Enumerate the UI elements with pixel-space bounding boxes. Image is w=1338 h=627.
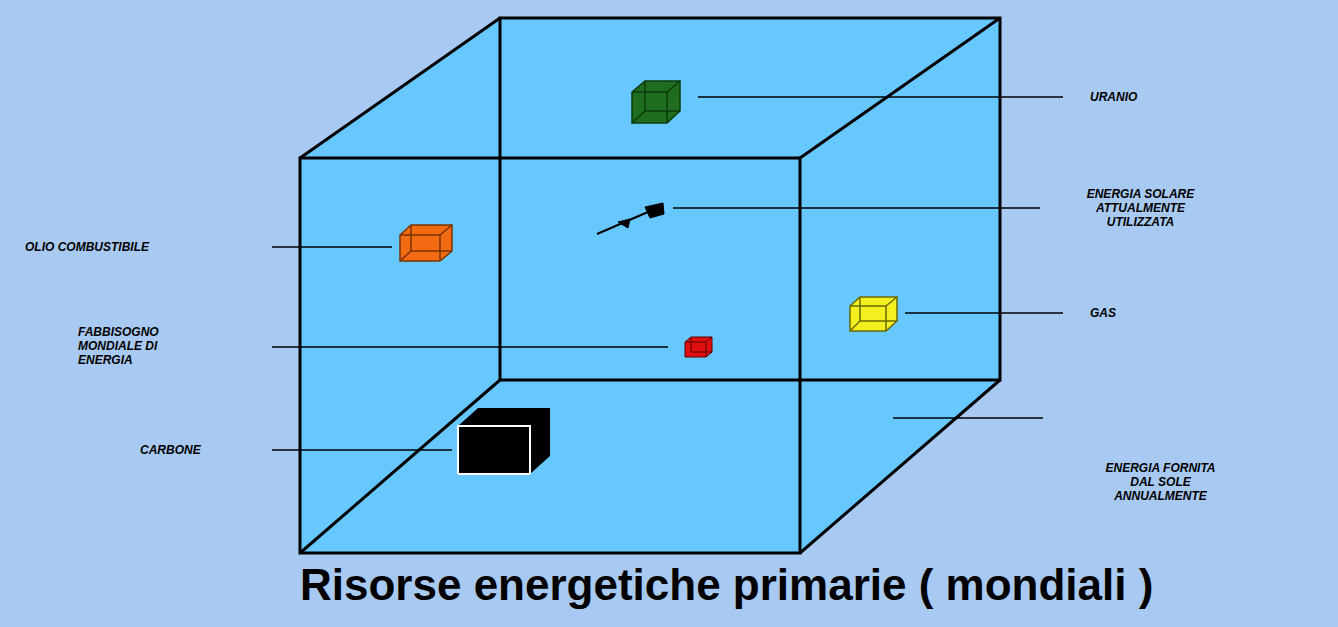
- resource-label: FABBISOGNO MONDIALE DI ENERGIA: [78, 325, 178, 367]
- resource-label: CARBONE: [140, 443, 201, 457]
- resource-label: ENERGIA SOLARE ATTUALMENTE UTILIZZATA: [1078, 187, 1203, 229]
- resource-label: GAS: [1090, 306, 1116, 320]
- resource-label: URANIO: [1090, 90, 1137, 104]
- resource-label: ENERGIA FORNITA DAL SOLE ANNUALMENTE: [1098, 461, 1223, 503]
- resource-label: OLIO COMBUSTIBILE: [25, 240, 149, 254]
- diagram-title: Risorse energetiche primarie ( mondiali …: [300, 560, 1153, 610]
